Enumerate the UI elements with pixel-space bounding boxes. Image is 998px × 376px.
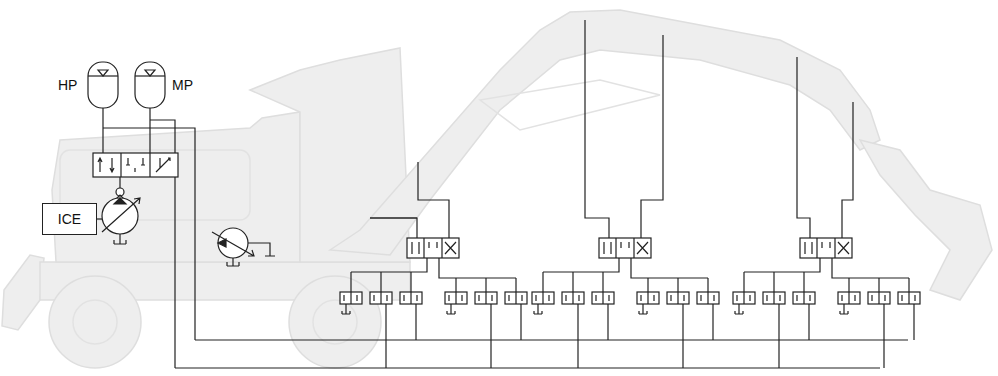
engine-box: ICE: [42, 203, 97, 235]
switching-valve: [898, 292, 920, 304]
node-text: ICE: [58, 211, 81, 227]
switching-valve: [562, 292, 584, 304]
switching-valve: [592, 292, 614, 304]
switching-valve: [733, 292, 755, 304]
switching-valve: [505, 292, 527, 304]
node-text: HP: [58, 77, 77, 93]
switching-valve: [370, 292, 392, 304]
directional-valve: [93, 153, 178, 177]
accumulator-symbol: [135, 62, 165, 108]
switching-valve: [868, 292, 890, 304]
switching-valve: [697, 292, 719, 304]
switching-valve: [637, 292, 659, 304]
switching-valve: [667, 292, 689, 304]
cylinder-valve: [407, 238, 459, 258]
switching-valve: [340, 292, 362, 304]
switching-valve: [763, 292, 785, 304]
switching-valve: [475, 292, 497, 304]
accumulator-symbol: [88, 62, 118, 108]
cylinder-valve: [800, 238, 852, 258]
accumulator-label: MP: [172, 77, 193, 93]
switching-valve: [445, 292, 467, 304]
node-text: MP: [172, 77, 193, 93]
switching-valve: [793, 292, 815, 304]
switching-valve: [400, 292, 422, 304]
cylinder-valve: [599, 238, 651, 258]
pump-motor-symbol: [218, 228, 248, 258]
accumulator-label: HP: [58, 77, 77, 93]
switching-valve: [532, 292, 554, 304]
switching-valve: [838, 292, 860, 304]
